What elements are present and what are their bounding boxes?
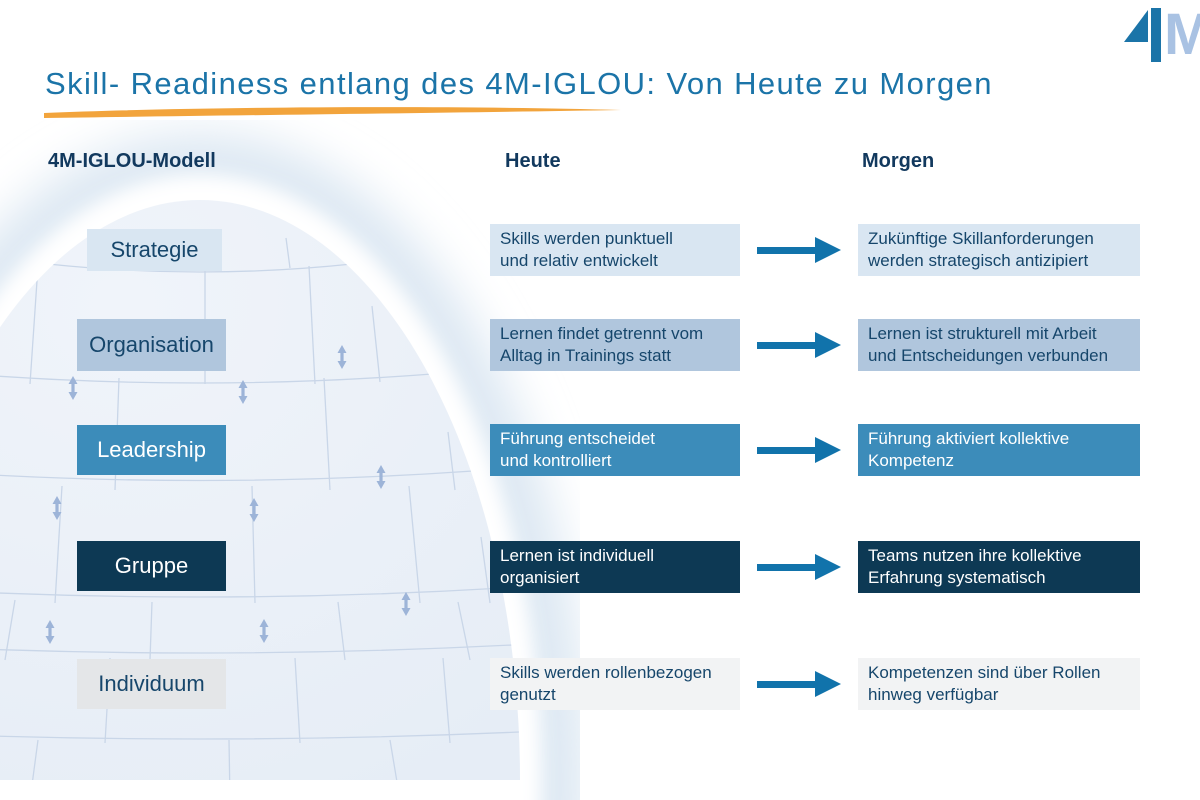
heute-cell-organisation: Lernen findet getrennt vom Alltag in Tra… bbox=[490, 319, 740, 371]
morgen-cell-leadership: Führung aktiviert kollektive Kompetenz bbox=[858, 424, 1140, 476]
level-label-gruppe: Gruppe bbox=[77, 541, 226, 591]
heute-cell-strategie: Skills werden punktuell und relativ entw… bbox=[490, 224, 740, 276]
morgen-cell-strategie: Zukünftige Skillanforderungen werden str… bbox=[858, 224, 1140, 276]
column-header-heute: Heute bbox=[505, 150, 561, 172]
transition-arrow-icon bbox=[757, 671, 845, 697]
level-label-individuum: Individuum bbox=[77, 659, 226, 709]
page-title: Skill- Readiness entlang des 4M-IGLOU: V… bbox=[45, 66, 993, 101]
level-label-organisation: Organisation bbox=[77, 319, 226, 371]
level-label-leadership: Leadership bbox=[77, 425, 226, 475]
heute-cell-leadership: Führung entscheidet und kontrolliert bbox=[490, 424, 740, 476]
heute-cell-individuum: Skills werden rollenbezogen genutzt bbox=[490, 658, 740, 710]
transition-arrow-icon bbox=[757, 237, 845, 263]
logo-4m: M bbox=[1124, 4, 1200, 66]
logo-m-glyph: M bbox=[1164, 4, 1200, 66]
morgen-cell-organisation: Lernen ist strukturell mit Arbeit und En… bbox=[858, 319, 1140, 371]
heute-cell-gruppe: Lernen ist individuell organisiert bbox=[490, 541, 740, 593]
transition-arrow-icon bbox=[757, 554, 845, 580]
morgen-cell-individuum: Kompetenzen sind über Rollen hinweg verf… bbox=[858, 658, 1140, 710]
column-header-morgen: Morgen bbox=[862, 150, 935, 172]
transition-arrow-icon bbox=[757, 437, 845, 463]
logo-four-glyph bbox=[1124, 10, 1148, 42]
logo-four-bar bbox=[1151, 8, 1161, 62]
transition-arrow-icon bbox=[757, 332, 845, 358]
level-label-strategie: Strategie bbox=[87, 229, 222, 271]
column-header-model: 4M-IGLOU-Modell bbox=[48, 150, 216, 172]
morgen-cell-gruppe: Teams nutzen ihre kollektive Erfahrung s… bbox=[858, 541, 1140, 593]
title-underline bbox=[44, 107, 621, 118]
